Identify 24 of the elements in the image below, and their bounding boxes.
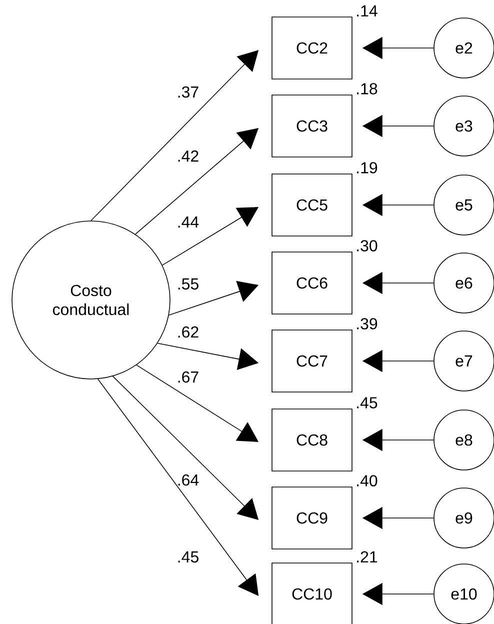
indicator-box: CC9: [272, 486, 352, 550]
indicator-box: CC5: [272, 174, 352, 236]
indicator-box: CC8: [272, 408, 352, 472]
indicator-box: CC2: [272, 16, 352, 80]
indicator-box: CC3: [272, 94, 352, 158]
edge-label: .64: [178, 474, 199, 486]
indicator-box: CC6: [272, 252, 352, 314]
edge-label: .62: [178, 326, 198, 338]
r-squared-value: .14: [357, 5, 378, 16]
edge-label: .37: [178, 86, 198, 98]
r-squared-value: .40: [357, 475, 378, 486]
edge-label: .55: [178, 278, 198, 290]
r-squared-value: .45: [357, 397, 378, 408]
edge-label: .67: [178, 371, 198, 383]
edge-label: .44: [178, 216, 199, 228]
r-squared-value: .18: [357, 83, 378, 94]
edge-label: .45: [178, 551, 198, 563]
r-squared-value: .21: [357, 551, 378, 562]
indicator-box: CC7: [272, 330, 352, 392]
r-squared-value: .30: [357, 240, 378, 252]
indicator-box: CC10: [272, 562, 352, 624]
edge-label: .42: [178, 150, 198, 162]
r-squared-value: .19: [357, 162, 378, 174]
r-squared-value: .39: [357, 318, 378, 330]
